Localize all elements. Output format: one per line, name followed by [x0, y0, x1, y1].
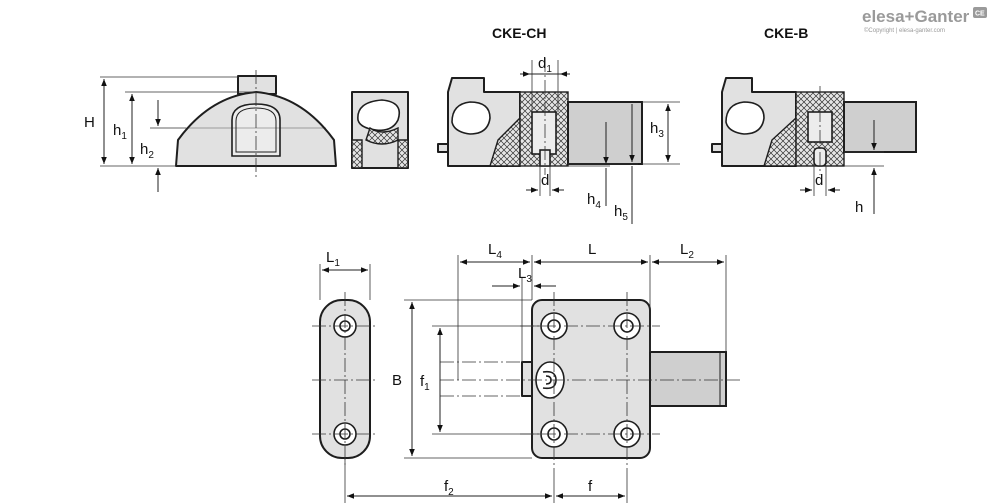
dim-h3-label: h3	[650, 120, 664, 140]
dim-H-label: H	[84, 114, 95, 131]
dim-B-label: B	[392, 372, 402, 389]
cke-b-pin	[843, 101, 917, 153]
dim-h4-label: h4	[587, 191, 601, 211]
top-plan-view: B f1 L4 L L2 L3 f2 f	[344, 241, 740, 503]
dim-d-b-label: d	[815, 172, 823, 189]
side-section-view	[351, 91, 409, 169]
dim-d1-label: d1	[538, 55, 552, 75]
cke-ch-pin	[567, 101, 643, 165]
brand-logo: elesa+Ganter ©Copyright | elesa-ganter.c…	[862, 7, 987, 34]
dim-h5-label: h5	[614, 203, 628, 223]
certification-badge-label: CE	[975, 11, 985, 18]
dim-f2-label: f2	[444, 478, 454, 498]
cke-ch-title: CKE-CH	[492, 25, 546, 41]
dim-L4-label: L4	[488, 241, 502, 261]
brand-name: elesa+Ganter	[862, 7, 970, 26]
side-opening	[357, 99, 401, 132]
dim-L1-label: L1	[326, 249, 340, 269]
dim-f1-label: f1	[420, 373, 430, 393]
copyright-text: ©Copyright | elesa-ganter.com	[864, 27, 945, 34]
dim-L3-label: L3	[518, 265, 532, 285]
base-plate	[531, 299, 651, 459]
plan-pin	[649, 351, 727, 407]
dim-h2-label: h2	[140, 141, 154, 161]
dim-h1-label: h1	[113, 122, 127, 142]
dim-d-ch-label: d	[541, 172, 549, 189]
bottom-side-view: L1	[312, 249, 378, 466]
dim-h-label: h	[855, 199, 863, 216]
front-view: H h1 h2	[84, 70, 337, 192]
dim-L-label: L	[588, 241, 596, 258]
cke-b-view: CKE-B d h	[711, 25, 917, 216]
cke-b-title: CKE-B	[764, 25, 808, 41]
dim-L2-label: L2	[680, 241, 694, 261]
dim-f-label: f	[588, 478, 593, 495]
certification-badge-icon	[973, 7, 987, 18]
cke-ch-view: CKE-CH d1 d h3 h4	[437, 25, 680, 224]
